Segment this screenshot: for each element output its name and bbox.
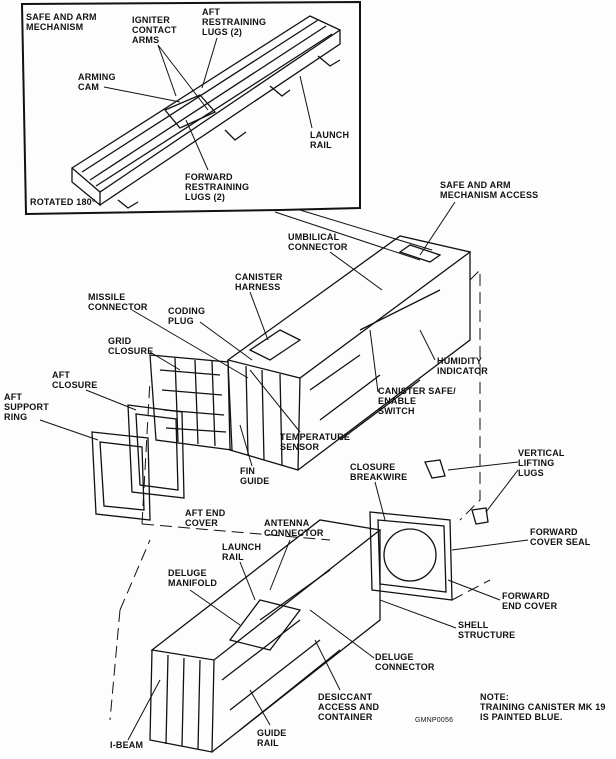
aft-section-drawing xyxy=(226,235,472,471)
lifting-lugs-drawing xyxy=(424,459,489,525)
label-closure-breakwire: CLOSURE BREAKWIRE xyxy=(350,462,408,482)
label-umbilical-connector: UMBILICAL CONNECTOR xyxy=(288,232,348,252)
label-forward-restraining-lugs: FORWARD RESTRAINING LUGS (2) xyxy=(185,172,250,202)
label-desiccant: DESICCANT ACCESS AND CONTAINER xyxy=(318,692,380,722)
label-shell-structure: SHELL STRUCTURE xyxy=(458,620,516,640)
label-forward-end-cover: FORWARD END COVER xyxy=(502,591,558,611)
leader-lines xyxy=(39,201,529,741)
label-coding-plug: CODING PLUG xyxy=(168,306,206,326)
label-aft-closure: AFT CLOSURE xyxy=(52,370,98,390)
label-rotated: ROTATED 180° xyxy=(30,197,96,207)
inset-frame xyxy=(20,0,361,216)
label-deluge-connector: DELUGE CONNECTOR xyxy=(375,652,435,672)
grid-closure-drawing xyxy=(149,354,233,451)
label-arming-cam: ARMING CAM xyxy=(78,72,116,92)
label-i-beam: I-BEAM xyxy=(110,740,144,750)
breakwire-drawing xyxy=(383,528,437,582)
forward-section-drawing xyxy=(149,519,382,753)
label-missile-connector: MISSILE CONNECTOR xyxy=(88,292,148,312)
label-aft-restraining-lugs: AFT RESTRAINING LUGS (2) xyxy=(202,7,267,37)
label-antenna-connector: ANTENNA CONNECTOR xyxy=(264,518,324,538)
label-launch-rail-inset: LAUNCH RAIL xyxy=(310,130,350,150)
label-temperature-sensor: TEMPERATURE SENSOR xyxy=(280,432,351,452)
label-grid-closure: GRID CLOSURE xyxy=(108,336,154,356)
label-aft-end-cover: AFT END COVER xyxy=(185,508,226,528)
label-forward-cover-seal: FORWARD COVER SEAL xyxy=(530,527,591,547)
inset-leaders xyxy=(103,37,313,171)
figure-id: GMNP0056 xyxy=(415,717,454,724)
label-launch-rail: LAUNCH RAIL xyxy=(222,542,262,562)
label-humidity-indicator: HUMIDITY INDICATOR xyxy=(437,356,488,376)
label-igniter-contact-arms: IGNITER CONTACT ARMS xyxy=(132,15,177,45)
forward-cover-seal-drawing xyxy=(369,511,453,601)
aft-closure-drawing xyxy=(127,404,185,499)
label-canister-harness: CANISTER HARNESS xyxy=(235,272,283,292)
label-safe-and-arm-mechanism: SAFE AND ARM MECHANISM xyxy=(26,12,97,32)
note-text: NOTE: TRAINING CANISTER MK 19 IS PAINTED… xyxy=(480,692,606,722)
launch-rail-inset-drawing xyxy=(70,15,342,209)
label-guide-rail: GUIDE RAIL xyxy=(257,728,287,748)
label-safe-enable-switch: CANISTER SAFE/ ENABLE SWITCH xyxy=(378,386,456,416)
aft-support-ring-drawing xyxy=(91,431,151,521)
label-vertical-lifting-lugs: VERTICAL LIFTING LUGS xyxy=(518,448,565,478)
label-fin-guide: FIN GUIDE xyxy=(240,466,270,486)
label-deluge-manifold: DELUGE MANIFOLD xyxy=(168,568,218,588)
label-safe-arm-access: SAFE AND ARM MECHANISM ACCESS xyxy=(440,180,539,200)
label-aft-support-ring: AFT SUPPORT RING xyxy=(4,392,49,422)
